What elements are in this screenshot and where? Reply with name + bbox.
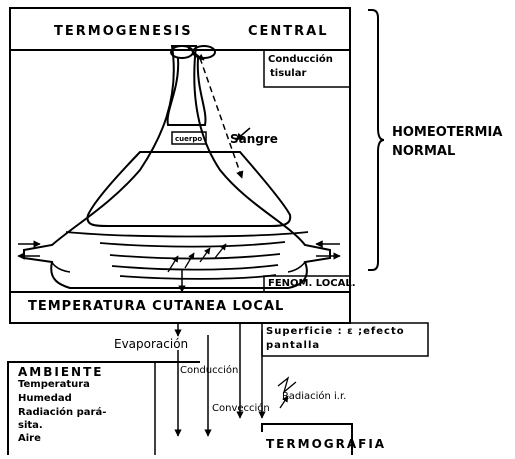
sangre-label: Sangre [230,133,278,145]
pantalla-label: pantalla [266,341,320,351]
cuerpo-label: cuerpo [175,136,202,143]
skin-stratum [100,242,285,247]
skin-stratum [110,254,280,259]
sita-label: sita. [18,421,43,431]
superficie-label: Superficie : ε ;efecto [266,327,405,337]
central-label: CENTRAL [248,25,329,38]
fenom-local-label: FENOM. LOCAL. [268,279,356,289]
strata-arrow [185,253,194,268]
evaporacion-label: Evaporación [114,338,188,350]
termogenesis-label: TERMOGENESIS [54,25,193,38]
conduccion-tisular-label-2: tisular [270,69,306,79]
skin-stratum [120,275,276,279]
humedad-label: Humedad [18,394,72,404]
temperatura-cutanea-label: TEMPERATURA CUTANEA LOCAL [28,300,284,313]
homeotermia-label: HOMEOTERMIA [392,126,502,139]
skin-stratum [112,265,278,270]
radiacion-parasita-label: Radiación pará- [18,408,106,418]
vascular-bed [88,152,291,226]
conduccion-label: Conducción [180,366,238,376]
radiacion-ir-label: Radiación i.r. [282,392,346,402]
radiation-zigzag [278,378,296,392]
dashed-conduction-arrow [200,58,242,178]
ambiente-label: AMBIENTE [18,366,103,378]
termografia-label: TERMOGRAFIA [266,438,386,450]
temperatura-label: Temperatura [18,380,90,390]
vessel-left [171,46,193,58]
skin-stratum [66,232,308,237]
aire-label: Aire [18,434,41,444]
strata-arrow [200,248,210,262]
conduccion-tisular-label: Conducción [268,55,333,65]
normal-label: NORMAL [392,145,455,158]
conveccion-label: Convección [212,404,270,414]
homeotermia-brace [368,10,384,270]
